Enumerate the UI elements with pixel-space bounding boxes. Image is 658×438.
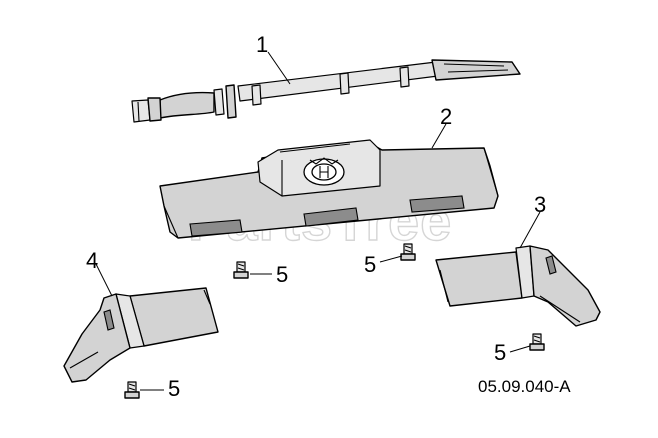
leader-5b [379,255,403,263]
bolt-c[interactable] [529,333,545,351]
part-left-guard[interactable] [63,287,219,383]
leader-2 [431,123,447,149]
leader-4 [95,263,113,297]
callout-5c: 5 [494,340,506,365]
callout-5a: 5 [276,262,288,287]
bolt-b[interactable] [400,243,416,261]
callout-5d: 5 [168,376,180,401]
leader-1 [267,51,291,85]
callout-2: 2 [440,104,452,129]
brand-logo [303,157,345,186]
part-handle[interactable] [131,59,521,123]
leader-5c [509,345,531,353]
bolt-a[interactable] [233,261,249,279]
callout-1: 1 [256,32,268,57]
callout-3: 3 [534,192,546,217]
drawing-number: 05.09.040-A [478,377,571,396]
leader-3 [519,211,541,249]
bolt-d[interactable] [124,381,140,399]
callout-4: 4 [86,248,98,273]
part-right-guard[interactable] [435,245,601,327]
part-cover[interactable] [159,139,499,239]
callout-5b: 5 [364,252,376,277]
